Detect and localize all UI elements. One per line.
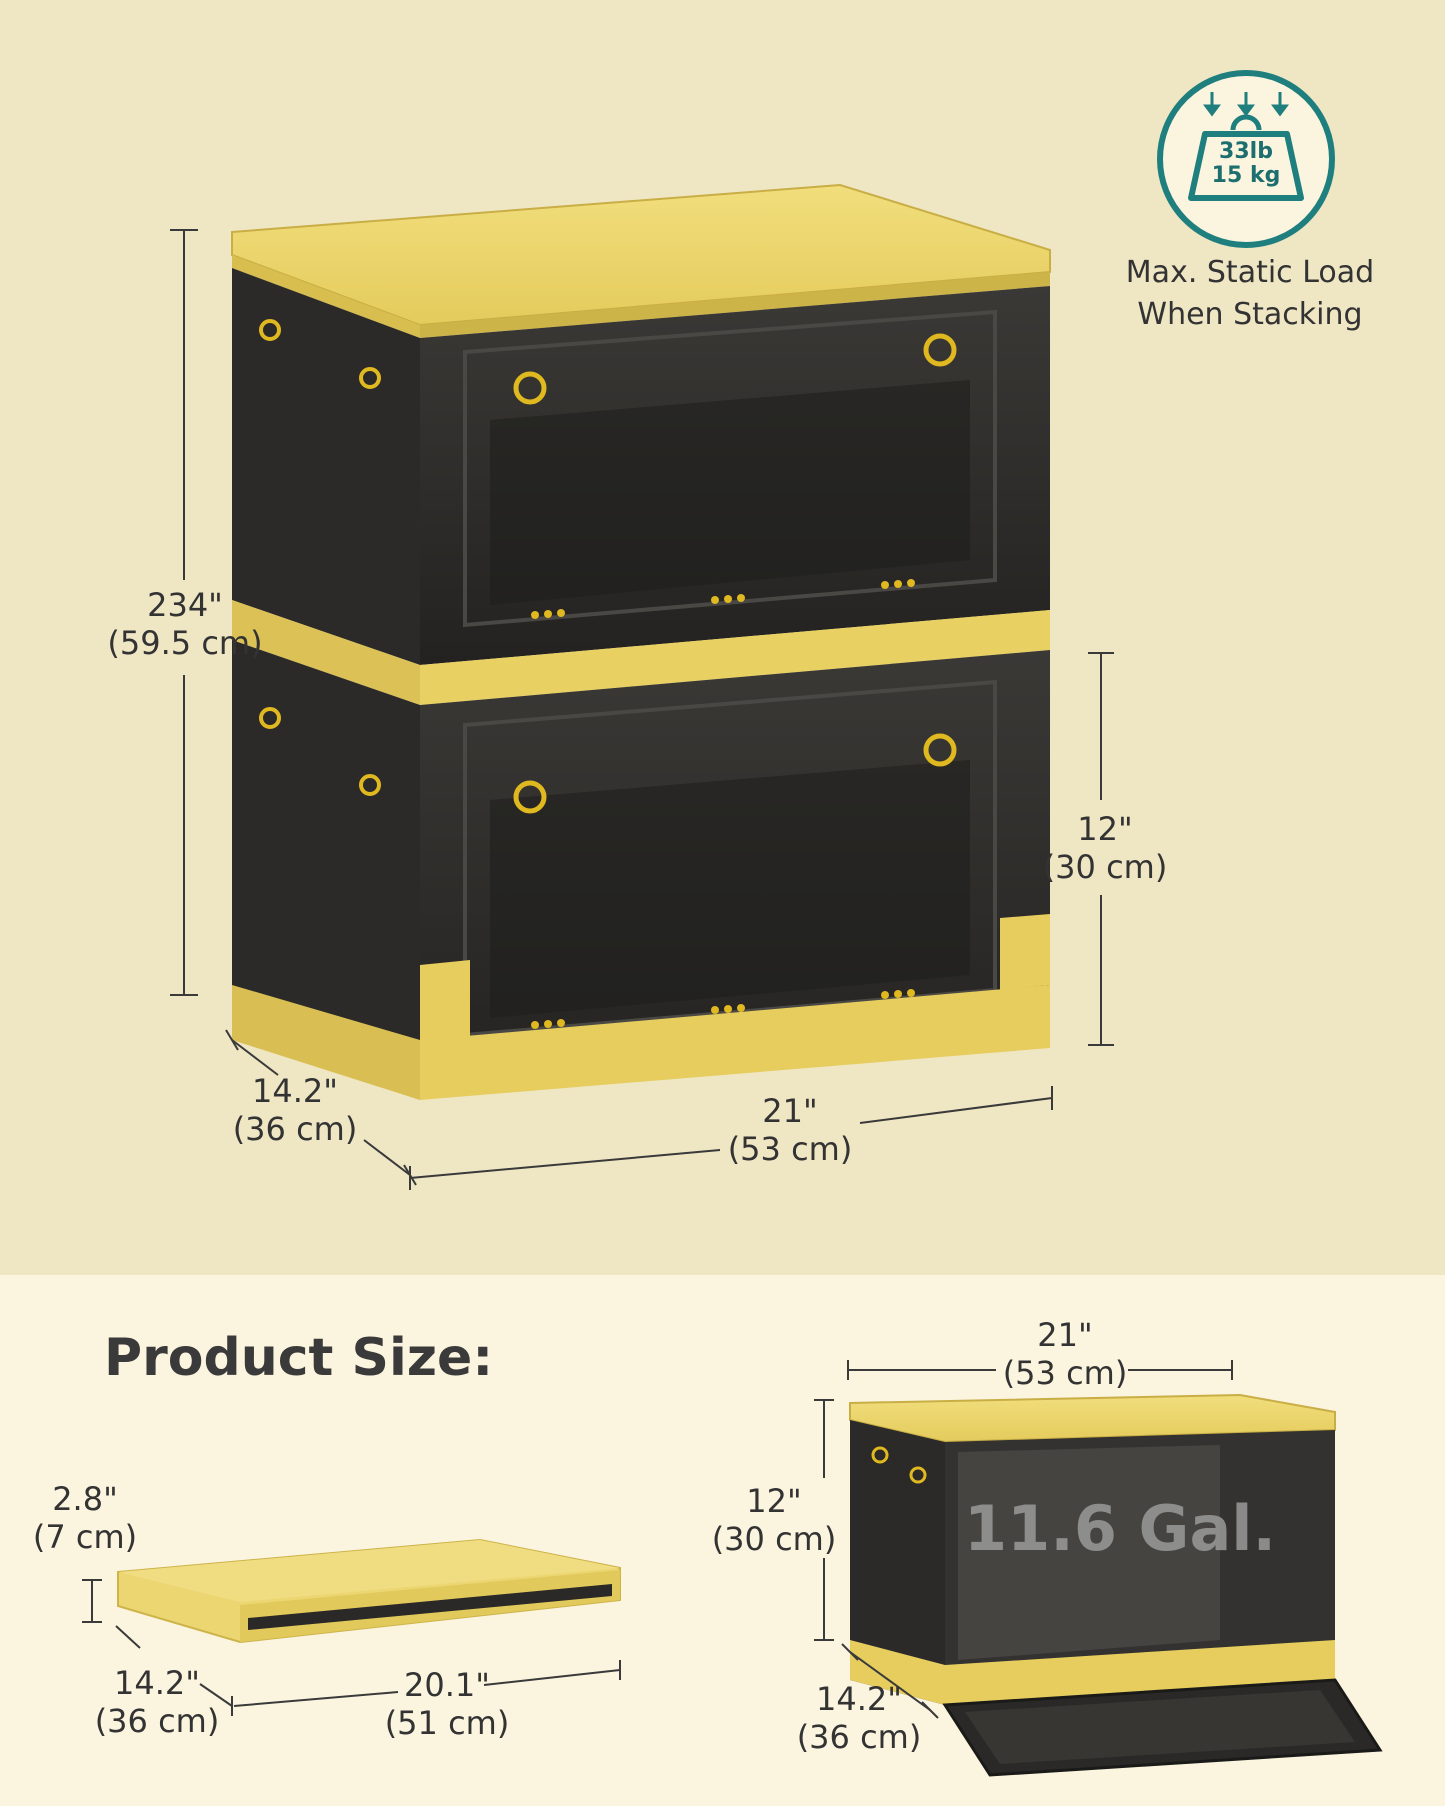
badge-caption-line2: When Stacking	[1137, 297, 1363, 332]
total-height-label: 234" (59.5 cm)	[70, 586, 300, 662]
box-height-in: 12"	[1077, 810, 1133, 848]
badge-weight-text: 33lb 15 kg	[1198, 140, 1294, 188]
folded-depth-cm: (36 cm)	[94, 1702, 220, 1740]
folded-box	[117, 1538, 621, 1644]
top-box	[231, 183, 1051, 705]
open-depth-cm: (36 cm)	[796, 1718, 922, 1756]
folded-width-cm: (51 cm)	[384, 1704, 510, 1742]
folded-thickness-label: 2.8" (7 cm)	[20, 1480, 150, 1556]
open-height-in: 12"	[746, 1482, 802, 1520]
folded-width-in: 20.1"	[404, 1666, 490, 1704]
capacity-label: 11.6 Gal.	[964, 1492, 1277, 1565]
total-height-in: 234"	[147, 586, 223, 624]
open-width-in: 21"	[1037, 1316, 1093, 1354]
folded-thickness-cm: (7 cm)	[32, 1518, 138, 1556]
box-height-cm: (30 cm)	[1042, 848, 1168, 886]
bottom-box	[232, 640, 1050, 1100]
weight-load-icon	[1157, 70, 1335, 248]
open-height-label: 12" (30 cm)	[706, 1482, 842, 1558]
badge-caption: Max. Static Load When Stacking	[1110, 252, 1390, 336]
open-box	[849, 1393, 1383, 1777]
depth-cm: (36 cm)	[232, 1110, 358, 1148]
open-height-cm: (30 cm)	[711, 1520, 837, 1558]
depth-in: 14.2"	[252, 1072, 338, 1110]
open-depth-label: 14.2" (36 cm)	[786, 1680, 932, 1756]
folded-width-label: 20.1" (51 cm)	[370, 1666, 524, 1742]
folded-depth-label: 14.2" (36 cm)	[84, 1664, 230, 1740]
open-dimension-lines	[814, 1360, 1233, 1719]
depth-label: 14.2" (36 cm)	[220, 1072, 370, 1148]
folded-depth-in: 14.2"	[114, 1664, 200, 1702]
box-height-label: 12" (30 cm)	[1020, 810, 1190, 886]
total-height-cm: (59.5 cm)	[107, 624, 263, 662]
badge-caption-line1: Max. Static Load	[1125, 255, 1375, 290]
folded-thickness-in: 2.8"	[52, 1480, 118, 1518]
open-depth-in: 14.2"	[816, 1680, 902, 1718]
badge-weight-lb: 33lb	[1219, 139, 1273, 164]
badge-weight-kg: 15 kg	[1211, 163, 1281, 188]
open-width-cm: (53 cm)	[1002, 1354, 1128, 1392]
width-label: 21" (53 cm)	[710, 1092, 870, 1168]
width-in: 21"	[762, 1092, 818, 1130]
product-size-title: Product Size:	[104, 1328, 494, 1388]
folded-dimension-lines	[82, 1579, 621, 1716]
width-cm: (53 cm)	[727, 1130, 853, 1168]
top-dimension-lines	[170, 229, 1114, 1190]
open-width-label: 21" (53 cm)	[990, 1316, 1140, 1392]
